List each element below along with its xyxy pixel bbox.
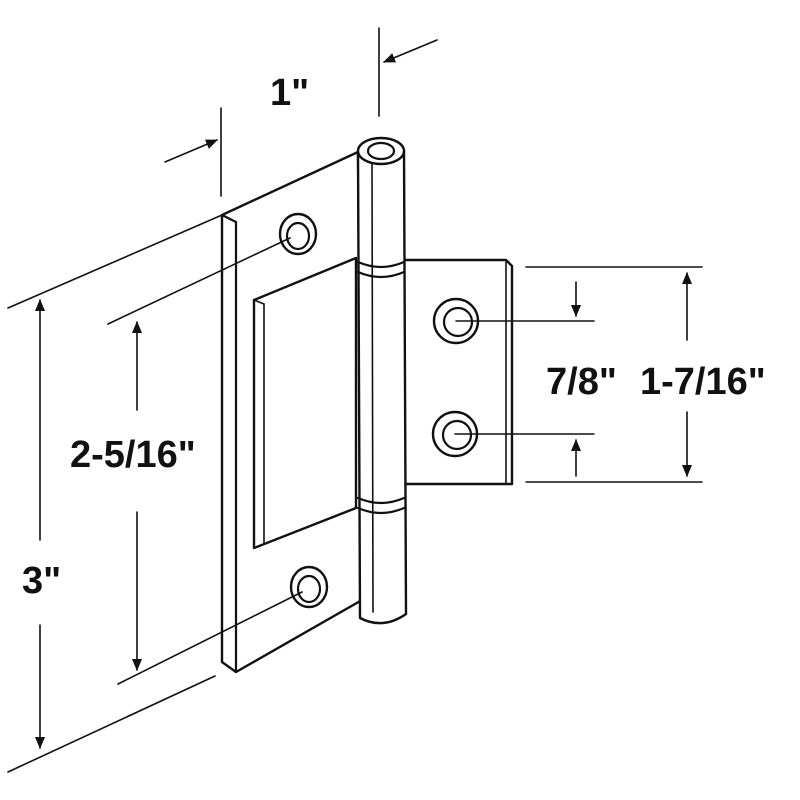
tab-hole-spacing-label: 7/8"	[546, 361, 617, 403]
dim-tab-hole-spacing	[454, 281, 595, 477]
hinge-leaf-large	[220, 150, 364, 674]
dim-leaf-hole-spacing	[107, 237, 303, 685]
dim-tab-height	[525, 266, 703, 483]
leaf-hole-spacing-label: 2-5/16"	[70, 434, 196, 476]
tab-height-label: 1-7/16"	[640, 361, 766, 403]
hinge-top-hole	[278, 212, 318, 256]
overall-height-label: 3"	[22, 560, 62, 602]
dim-overall-height	[7, 214, 223, 773]
hinge-knuckle	[356, 136, 408, 625]
hinge-bottom-hole	[289, 565, 329, 609]
width-label: 1"	[270, 72, 310, 114]
dim-width	[164, 27, 438, 197]
